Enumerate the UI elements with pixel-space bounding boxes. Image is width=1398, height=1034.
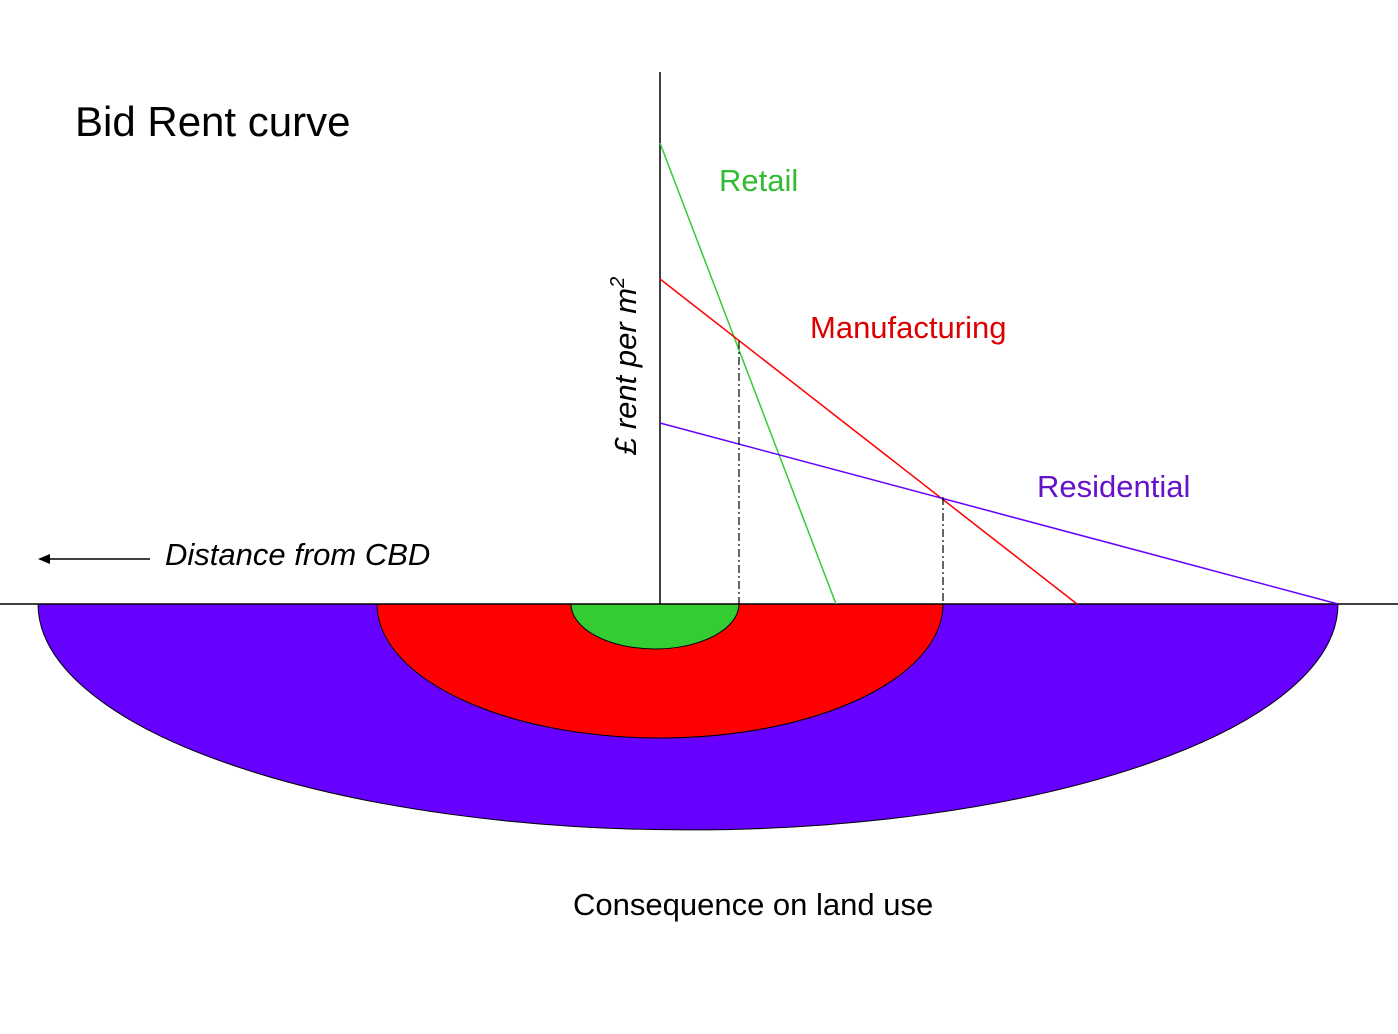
y-axis-label-text: £ rent per m xyxy=(608,288,643,456)
caption: Consequence on land use xyxy=(573,887,933,922)
residential-label: Residential xyxy=(1037,469,1190,504)
retail-zone xyxy=(570,603,740,650)
residential-curve xyxy=(659,422,1339,605)
manufacturing-zone xyxy=(376,603,944,739)
retail-label: Retail xyxy=(719,163,798,198)
arrow-left-icon xyxy=(38,554,50,564)
y-axis-label-superscript: 2 xyxy=(607,277,629,289)
y-axis-label: £ rent per m2 xyxy=(607,277,643,456)
diagram-title: Bid Rent curve xyxy=(75,98,350,145)
manufacturing-label: Manufacturing xyxy=(810,310,1006,345)
retail-curve xyxy=(659,142,837,605)
manufacturing-curve xyxy=(659,278,1078,605)
x-axis-label: Distance from CBD xyxy=(165,537,430,572)
